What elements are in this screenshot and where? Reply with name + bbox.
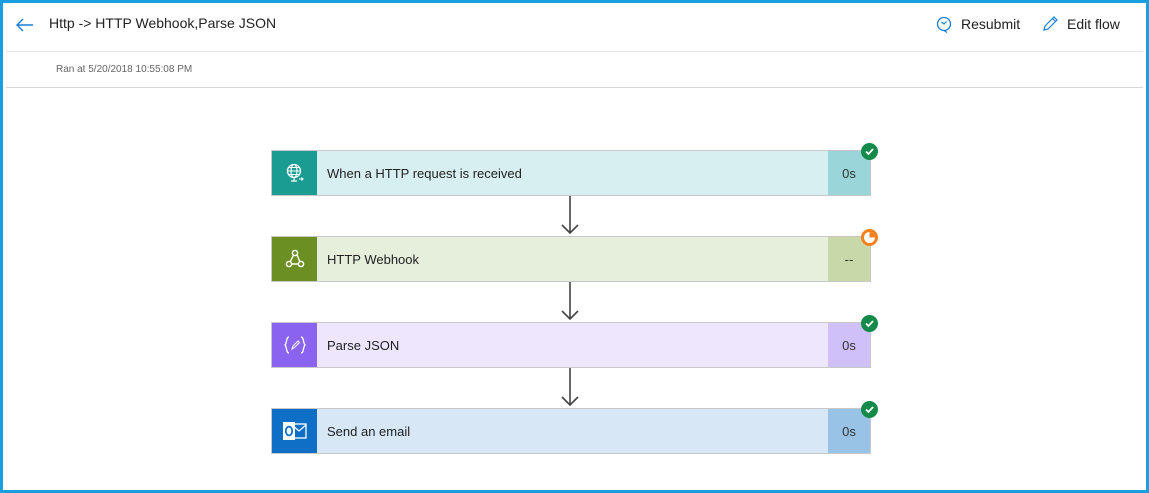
edit-flow-button[interactable]: Edit flow (1041, 13, 1120, 35)
step-duration: 0s (828, 323, 870, 367)
outlook-icon (282, 422, 307, 440)
step-icon-box (272, 237, 317, 281)
success-check-icon (861, 143, 878, 160)
header-bar: Http -> HTTP Webhook,Parse JSON Resubmit… (6, 6, 1143, 52)
step-http-request[interactable]: When a HTTP request is received 0s (271, 150, 871, 196)
ran-at-timestamp: Ran at 5/20/2018 10:55:08 PM (56, 64, 193, 75)
step-duration: -- (828, 237, 870, 281)
flow-arrow-icon (561, 368, 579, 407)
resubmit-button[interactable]: Resubmit (935, 13, 1020, 35)
success-check-icon (861, 315, 878, 332)
step-http-webhook[interactable]: HTTP Webhook -- (271, 236, 871, 282)
running-status-icon (861, 229, 878, 246)
http-request-icon (286, 163, 304, 182)
back-arrow-icon[interactable] (14, 15, 36, 35)
step-parse-json[interactable]: Parse JSON 0s (271, 322, 871, 368)
flow-title: Http -> HTTP Webhook,Parse JSON (49, 15, 277, 31)
run-info-bar: Ran at 5/20/2018 10:55:08 PM (6, 52, 1143, 88)
step-icon-box (272, 151, 317, 195)
webhook-icon (285, 249, 304, 268)
step-icon-box (272, 409, 317, 453)
step-icon-box (272, 323, 317, 367)
step-label: When a HTTP request is received (317, 151, 828, 195)
step-duration: 0s (828, 409, 870, 453)
edit-flow-label: Edit flow (1067, 16, 1120, 32)
flow-arrow-icon (561, 196, 579, 235)
resubmit-icon (936, 16, 952, 33)
resubmit-label: Resubmit (961, 16, 1021, 32)
step-label: Send an email (317, 409, 828, 453)
parse-json-icon (283, 336, 306, 354)
success-check-icon (861, 401, 878, 418)
step-send-email[interactable]: Send an email 0s (271, 408, 871, 454)
step-label: Parse JSON (317, 323, 828, 367)
step-duration: 0s (828, 151, 870, 195)
pencil-icon (1043, 16, 1058, 31)
step-label: HTTP Webhook (317, 237, 828, 281)
flow-arrow-icon (561, 282, 579, 321)
